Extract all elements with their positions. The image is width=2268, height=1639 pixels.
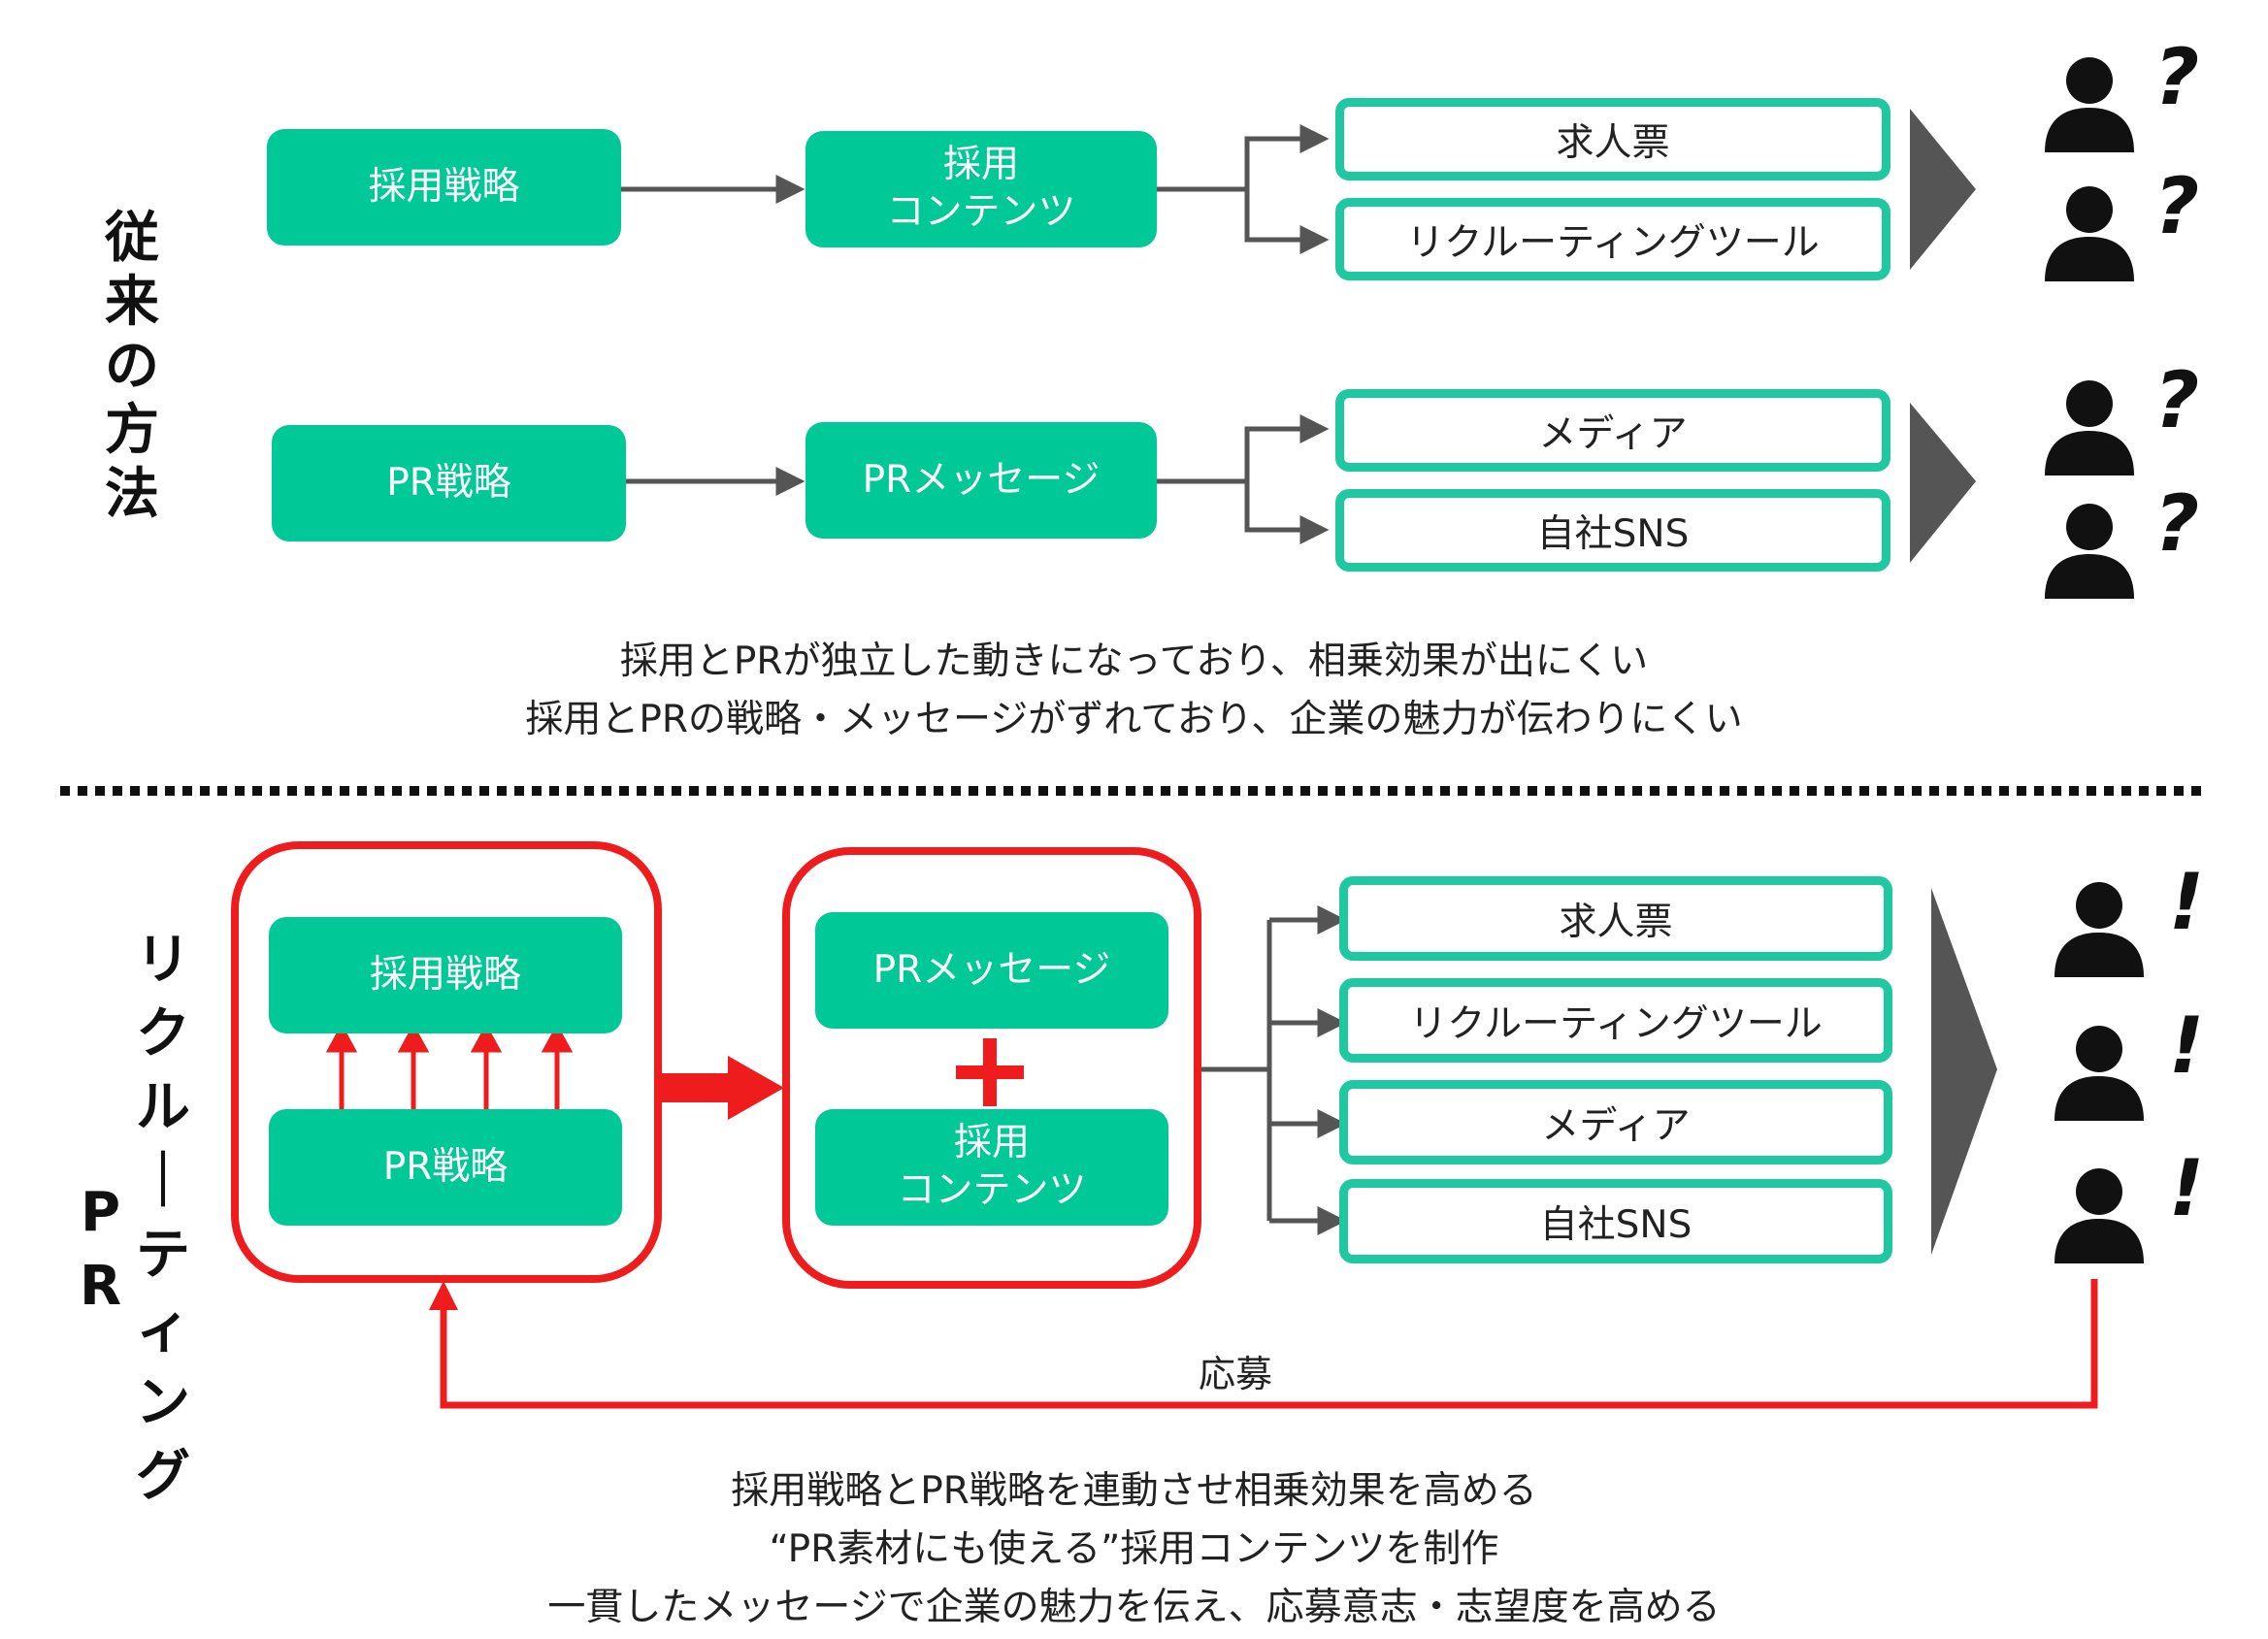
side-label-char: P xyxy=(81,1181,121,1244)
person-icon: ? xyxy=(2043,355,2218,483)
content-box-pr-message: PRメッセージ xyxy=(805,422,1157,539)
group-strategy-pr: PR戦略 xyxy=(269,1109,622,1226)
person-icon: ! xyxy=(2053,1143,2227,1271)
output-box-job-posting: 求人票 xyxy=(1335,98,1890,180)
question-mark: ? xyxy=(2154,367,2199,445)
strategy-group-frame xyxy=(231,841,662,1283)
strategy-box-pr: PR戦略 xyxy=(272,425,626,541)
side-label-char: 方 xyxy=(105,399,159,462)
side-label-char: 来 xyxy=(105,271,159,334)
person-icon: ? xyxy=(2043,161,2218,289)
bottom-output-media: メディア xyxy=(1339,1080,1892,1164)
question-mark: ? xyxy=(2154,173,2199,251)
person-icon: ! xyxy=(2053,1000,2227,1129)
strategy-box-recruit: 採用戦略 xyxy=(267,129,621,246)
side-label-char: ク xyxy=(136,1002,190,1065)
box-text: 採用コンテンツ xyxy=(886,143,1076,234)
bottom-output-job-posting: 求人票 xyxy=(1339,876,1892,961)
group-content-pr-message: PRメッセージ xyxy=(815,912,1168,1029)
top-caption-line2: 採用とPRの戦略・メッセージがずれており、企業の魅力が伝わりにくい xyxy=(525,698,1743,741)
box-text: 採用コンテンツ xyxy=(897,1121,1087,1212)
person-icon: ! xyxy=(2053,857,2227,985)
group-strategy-recruit: 採用戦略 xyxy=(269,917,622,1033)
side-label-char: グ xyxy=(136,1445,190,1508)
feedback-loop xyxy=(440,1279,2098,1409)
bottom-caption-line2: “PR素材にも使える”採用コンテンツを制作 xyxy=(769,1527,1499,1571)
bottom-caption-line3: 一貫したメッセージで企業の魅力を伝え、応募意志・志望度を高める xyxy=(547,1586,1721,1629)
question-mark: ? xyxy=(2154,490,2199,569)
top-caption-line1: 採用とPRが独立した動きになっており、相乗効果が出にくい xyxy=(619,639,1649,683)
person-icon: ? xyxy=(2043,32,2218,160)
side-label-char: 法 xyxy=(105,463,159,526)
content-box-recruit: 採用コンテンツ xyxy=(805,131,1157,247)
feedback-label: 応募 xyxy=(1199,1353,1273,1395)
triangle-row2 xyxy=(1910,403,1976,563)
question-mark: ? xyxy=(2154,44,2199,122)
bottom-output-recruiting-tool: リクルーティングツール xyxy=(1339,978,1892,1063)
bottom-output-own-sns: 自社SNS xyxy=(1339,1179,1892,1263)
side-label-char: ィ xyxy=(136,1297,190,1360)
exclamation-mark: ! xyxy=(2169,1012,2204,1091)
output-box-own-sns: 自社SNS xyxy=(1335,489,1890,572)
triangle-bottom xyxy=(1931,888,1997,1255)
output-box-media: メディア xyxy=(1335,389,1890,472)
side-label-char: リ xyxy=(136,929,190,992)
group-content-recruit: 採用コンテンツ xyxy=(815,1109,1168,1226)
side-label-recruiting-pr-col1: リクル｜ティング xyxy=(136,934,190,1504)
content-group-frame xyxy=(782,847,1201,1289)
side-label-traditional: 従来の方法 xyxy=(105,212,159,522)
red-flow-arrow xyxy=(662,1056,784,1120)
exclamation-mark: ! xyxy=(2169,1155,2204,1233)
side-label-char: ｜ xyxy=(136,1150,190,1213)
triangle-row1 xyxy=(1910,109,1976,270)
exclamation-mark: ! xyxy=(2169,869,2204,947)
side-label-char: の xyxy=(105,335,159,398)
side-label-char: 従 xyxy=(105,207,159,270)
side-label-char: R xyxy=(80,1255,122,1318)
output-box-recruiting-tool: リクルーティングツール xyxy=(1335,198,1890,280)
plus-sign xyxy=(956,1038,1024,1106)
side-label-char: テ xyxy=(136,1224,190,1287)
side-label-char: ン xyxy=(136,1371,190,1434)
person-icon: ? xyxy=(2043,478,2218,606)
side-label-char: ル xyxy=(136,1076,190,1139)
bottom-caption-line1: 採用戦略とPR戦略を連動させ相乗効果を高める xyxy=(731,1469,1537,1513)
